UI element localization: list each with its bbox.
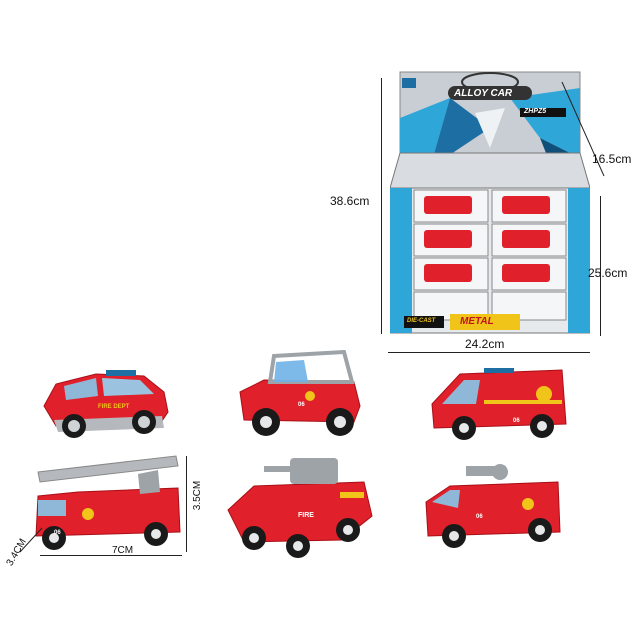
van-number: 06	[513, 418, 520, 424]
car-height-label: 3.5CM	[192, 480, 204, 511]
armored-vehicle-label: FIRE	[298, 512, 314, 519]
car-width-line	[19, 527, 43, 553]
car-height-line	[186, 456, 187, 552]
metal-badge: METAL	[460, 316, 494, 327]
box-width-label: 24.2cm	[465, 337, 505, 351]
diecast-badge: DIE-CAST	[407, 318, 436, 324]
car-length-label: 7CM	[112, 545, 134, 556]
fire-jeep-toy	[239, 350, 361, 436]
ladder-truck-number: 06	[54, 530, 61, 536]
fire-ladder-truck-toy	[35, 455, 181, 550]
top-badge-text: ZHPZ5	[524, 108, 547, 115]
box-side-height-label: 25.6cm	[588, 266, 628, 280]
car-length-line	[40, 555, 182, 556]
brand-logo-text: ALLOY CAR	[454, 88, 513, 99]
suv-door-label: FIRE DEPT	[98, 404, 130, 410]
fire-suv-toy	[43, 370, 169, 438]
display-box-illustration	[390, 71, 590, 334]
blister-cards-left-column	[413, 189, 489, 321]
fire-armored-vehicle-toy	[227, 458, 373, 558]
water-cannon-truck-number: 06	[476, 514, 483, 520]
box-depth-label: 16.5cm	[592, 152, 632, 166]
fire-van-toy	[431, 368, 567, 440]
width-dimension-line	[388, 352, 590, 353]
height-dimension-line	[381, 78, 382, 334]
fire-water-cannon-truck-toy	[425, 464, 561, 548]
box-height-label: 38.6cm	[330, 194, 370, 208]
alloy-car-logo	[448, 72, 532, 100]
side-height-dimension-line	[600, 196, 601, 336]
depth-dimension-line	[561, 81, 605, 177]
jeep-number: 06	[298, 402, 305, 408]
blister-cards-right-column	[491, 189, 567, 321]
